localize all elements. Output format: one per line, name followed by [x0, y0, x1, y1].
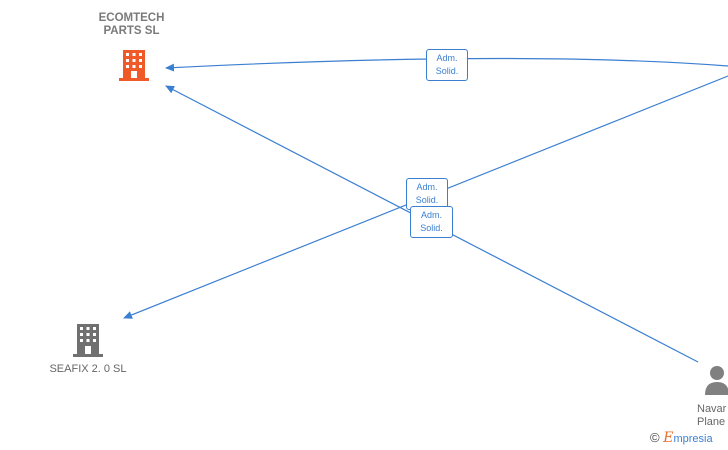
- edge-badge-line1: Adm.: [436, 53, 458, 63]
- node-label-ecomtech[interactable]: ECOMTECH PARTS SL: [84, 12, 179, 38]
- brand-logo-initial: E: [663, 430, 674, 446]
- edge-badge-adm-solid-middle-lower[interactable]: Adm. Solid.: [410, 206, 453, 238]
- node-label-ecomtech-line1: ECOMTECH: [98, 12, 165, 24]
- node-label-person-line1: Navar: [697, 403, 727, 415]
- edge-line-right-to-ecomtech: [165, 57, 728, 72]
- edge-badge-line1: Adm.: [416, 182, 438, 192]
- edge-badge-line2: Solid.: [420, 223, 443, 233]
- brand-logo-rest: mpresia: [673, 433, 713, 445]
- edge-badge-adm-solid-top[interactable]: Adm. Solid.: [426, 49, 468, 81]
- watermark: © Empresia: [650, 430, 713, 446]
- node-label-person[interactable]: Navar Plane: [697, 403, 728, 429]
- building-icon-ecomtech[interactable]: [118, 48, 150, 82]
- person-icon[interactable]: [704, 364, 728, 396]
- copyright-icon: ©: [650, 430, 660, 445]
- node-label-seafix[interactable]: SEAFIX 2. 0 SL: [49, 363, 127, 375]
- node-label-person-line2: Plane: [697, 416, 726, 428]
- node-label-ecomtech-line2: PARTS SL: [103, 25, 160, 37]
- edge-badge-line1: Adm.: [420, 210, 442, 220]
- edge-badge-line2: Solid.: [415, 195, 439, 205]
- edge-badge-line2: Solid.: [435, 66, 459, 76]
- building-icon-seafix[interactable]: [72, 322, 104, 358]
